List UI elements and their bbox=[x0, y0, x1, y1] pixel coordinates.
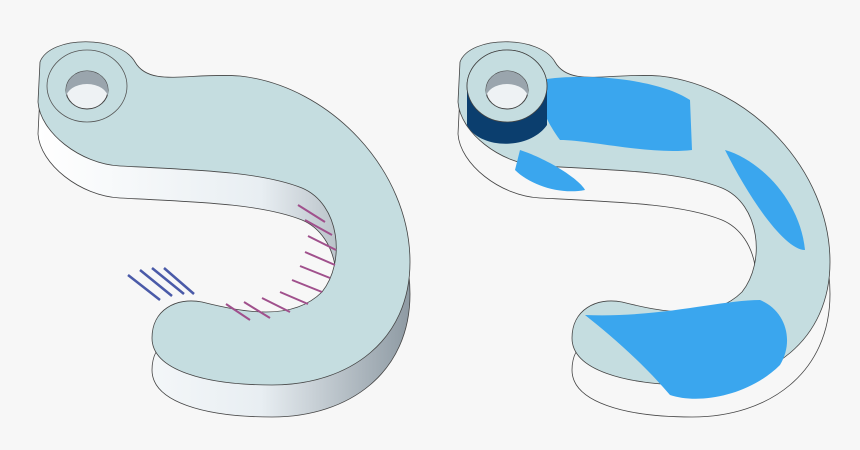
load-arrow bbox=[279, 291, 309, 305]
density-region-upper bbox=[538, 76, 692, 152]
density-regions bbox=[515, 76, 805, 399]
boss-outline bbox=[46, 49, 128, 123]
load-arrow bbox=[225, 303, 251, 321]
load-arrow bbox=[291, 279, 323, 293]
support-arrow bbox=[151, 267, 185, 295]
support-arrows bbox=[127, 267, 195, 301]
load-arrow bbox=[243, 301, 271, 319]
original-hook bbox=[37, 41, 411, 418]
boss-side-dense bbox=[467, 86, 547, 144]
support-arrow bbox=[163, 267, 195, 295]
load-arrow bbox=[307, 235, 337, 251]
density-region-right bbox=[725, 150, 805, 250]
load-arrow bbox=[304, 251, 336, 266]
load-arrow bbox=[299, 265, 331, 279]
load-arrow bbox=[261, 297, 291, 313]
optimized-hook bbox=[457, 41, 831, 418]
support-arrow bbox=[139, 269, 173, 297]
load-arrow bbox=[297, 204, 326, 223]
load-arrows bbox=[225, 204, 337, 321]
support-arrow bbox=[127, 274, 161, 301]
density-region-upper-strut bbox=[515, 150, 585, 192]
density-region-lower bbox=[585, 300, 788, 399]
load-arrow bbox=[304, 219, 333, 236]
bolt-hole-inner-wall bbox=[486, 71, 528, 98]
bolt-hole-inner-wall bbox=[66, 71, 108, 98]
